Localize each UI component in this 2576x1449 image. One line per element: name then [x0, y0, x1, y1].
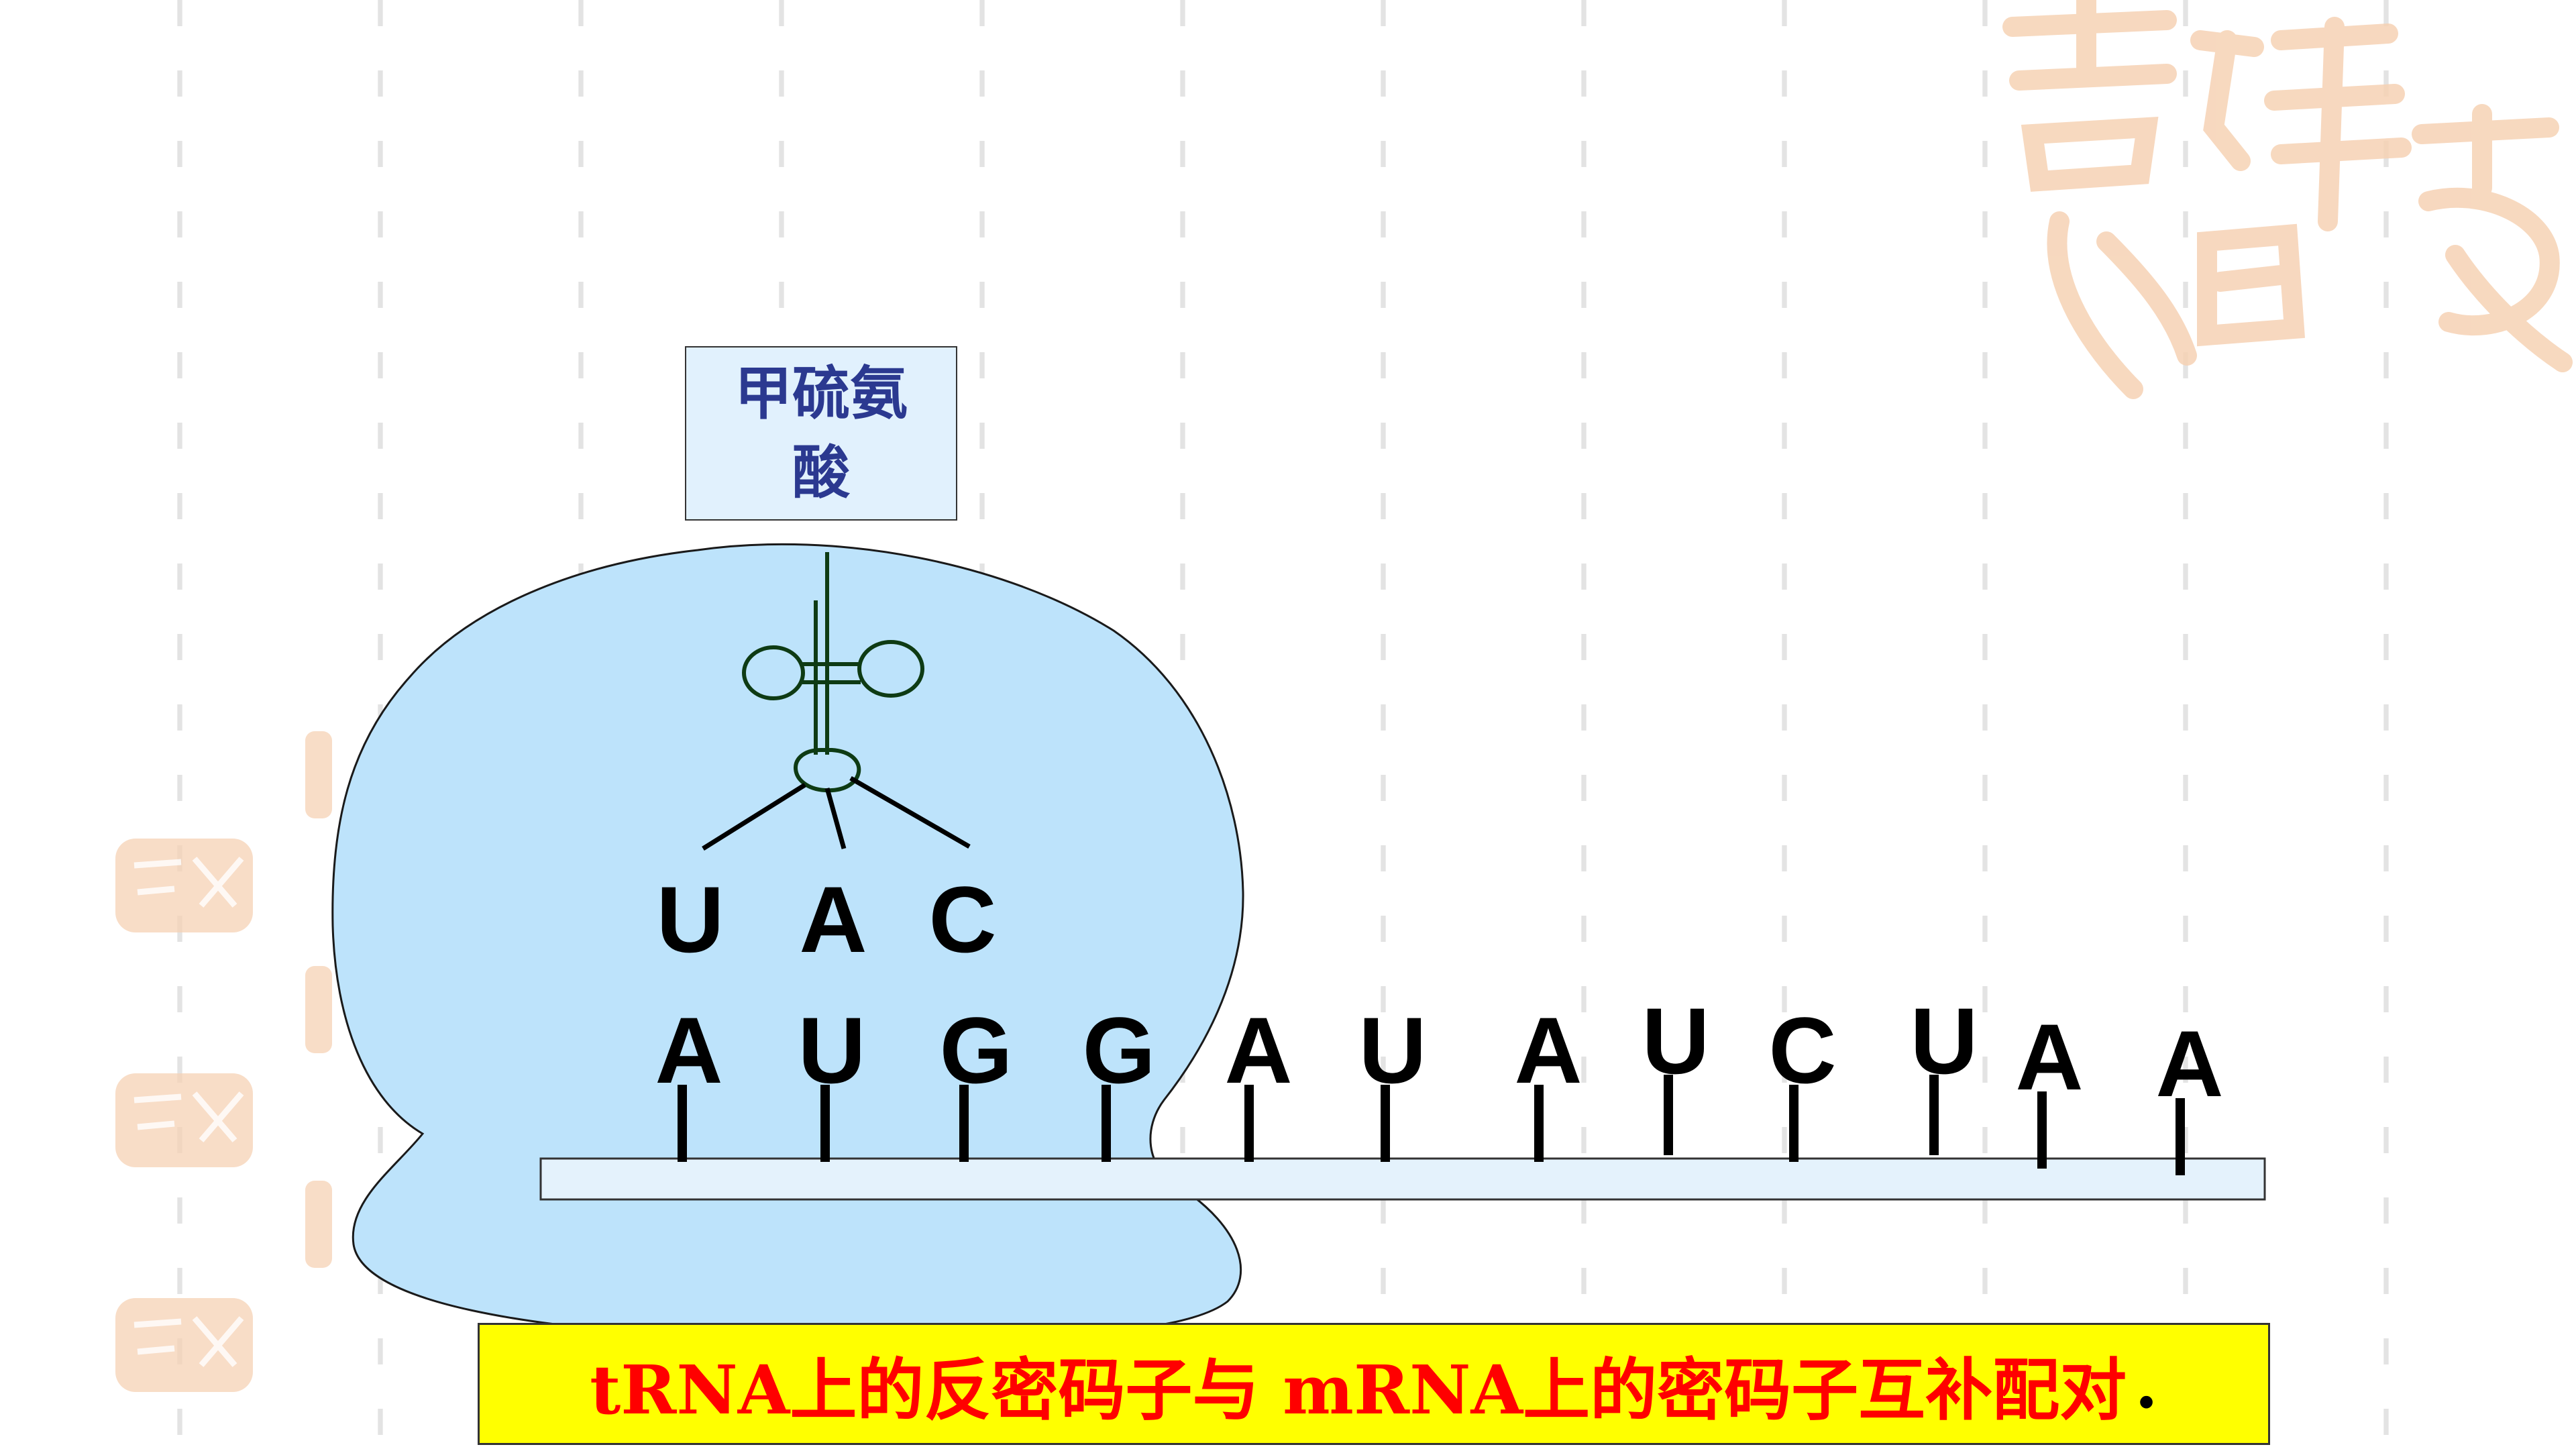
mrna-base: U	[798, 998, 866, 1103]
watermark-seal-small-3	[115, 1298, 253, 1392]
anticodon-base: A	[799, 867, 867, 972]
anticodon-arms	[702, 775, 971, 851]
mrna-base: U	[1642, 988, 1710, 1093]
watermark-seal-large	[2002, 0, 2573, 399]
caption-end-mark: .	[2135, 1344, 2158, 1424]
mrna-base-ticks	[678, 1075, 2185, 1175]
mrna-base: G	[1082, 998, 1156, 1103]
mrna-base: U	[1910, 988, 1978, 1093]
caption-text: tRNA上的反密码子与 mRNA上的密码子互补配对	[590, 1350, 2127, 1430]
watermark-seal-edge	[305, 731, 332, 1268]
mrna-base: G	[939, 998, 1013, 1103]
anticodon-base: U	[656, 867, 724, 972]
mrna-base: A	[1514, 998, 1582, 1103]
mrna-base: A	[1224, 998, 1293, 1103]
mrna-base: A	[2015, 1004, 2084, 1110]
mrna-base: C	[1768, 998, 1837, 1103]
mrna-base: A	[2155, 1011, 2224, 1116]
mrna-strand	[539, 1157, 2266, 1201]
watermark-seal-glyphs	[133, 857, 244, 1367]
mrna-base: A	[655, 998, 723, 1103]
watermark-seal-small-2	[115, 1073, 253, 1167]
amino-acid-label: 甲硫氨酸	[685, 346, 957, 521]
anticodon-base: C	[928, 867, 997, 972]
mrna-base: U	[1358, 998, 1427, 1103]
caption-banner: tRNA上的反密码子与 mRNA上的密码子互补配对.	[478, 1323, 2270, 1445]
watermark-seal-small-1	[115, 839, 253, 932]
trna-molecule	[742, 552, 924, 793]
ribosome	[331, 543, 1244, 1340]
